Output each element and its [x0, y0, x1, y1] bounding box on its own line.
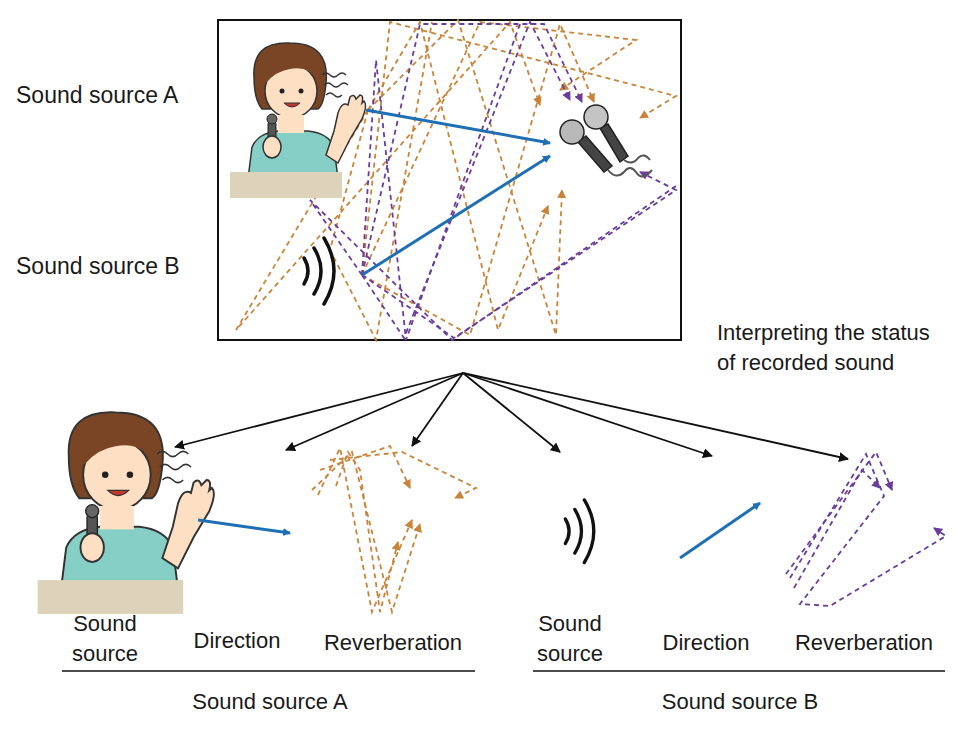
group-label: Sound source B [640, 687, 840, 717]
part-label: Reverberation [313, 628, 473, 658]
part-label: Direction [646, 628, 766, 658]
part-label: Sound source [65, 609, 145, 669]
part-label: Direction [177, 626, 297, 656]
source-label: Sound source B [16, 251, 226, 281]
part-label: Reverberation [784, 628, 944, 658]
part-label: Sound source [530, 609, 610, 669]
caption-note: Interpreting the status of recorded soun… [717, 318, 939, 378]
group-label: Sound source A [170, 687, 370, 717]
source-label: Sound source A [16, 80, 226, 110]
